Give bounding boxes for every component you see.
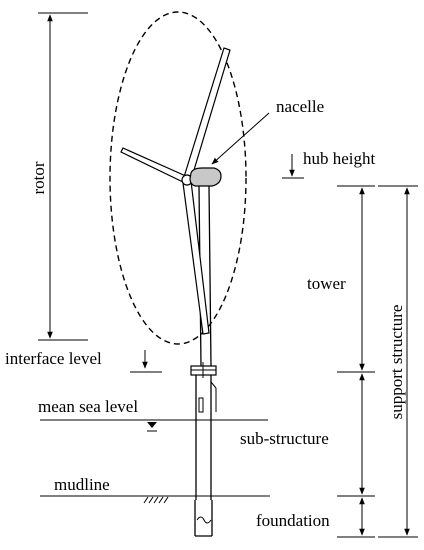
foundation-label: foundation bbox=[256, 511, 330, 530]
blade-lower bbox=[182, 180, 210, 335]
hub-height-marker: hub height bbox=[282, 149, 376, 179]
rotor-blades bbox=[120, 47, 231, 335]
blade-upper bbox=[183, 47, 231, 181]
pile-break-symbol bbox=[196, 516, 212, 524]
hub-height-label: hub height bbox=[303, 149, 376, 168]
mean-sea-level-label: mean sea level bbox=[38, 397, 138, 416]
nacelle-pointer bbox=[211, 112, 270, 165]
tower-label: tower bbox=[307, 274, 346, 293]
nacelle bbox=[189, 167, 222, 187]
transition-piece bbox=[190, 362, 217, 500]
mean-sea-level-marker: mean sea level bbox=[38, 397, 268, 432]
mudline-marker: mudline bbox=[40, 475, 270, 504]
right-dimensions: tower sub-structure foundation bbox=[240, 185, 375, 538]
blade-left bbox=[120, 147, 189, 184]
seabed-hatch-symbol bbox=[143, 495, 169, 504]
nacelle-label: nacelle bbox=[276, 97, 324, 116]
rotor-swept-area bbox=[109, 11, 247, 345]
mudline-label: mudline bbox=[54, 475, 110, 494]
sub-structure-label: sub-structure bbox=[240, 429, 329, 448]
interface-level-marker: interface level bbox=[5, 349, 162, 373]
rotor-label: rotor bbox=[29, 161, 48, 194]
support-structure-dimension: support structure bbox=[378, 185, 418, 538]
rotor-dimension: rotor bbox=[29, 12, 88, 341]
monopile bbox=[194, 500, 213, 537]
support-structure-label: support structure bbox=[387, 305, 406, 420]
interface-level-label: interface level bbox=[5, 349, 102, 368]
